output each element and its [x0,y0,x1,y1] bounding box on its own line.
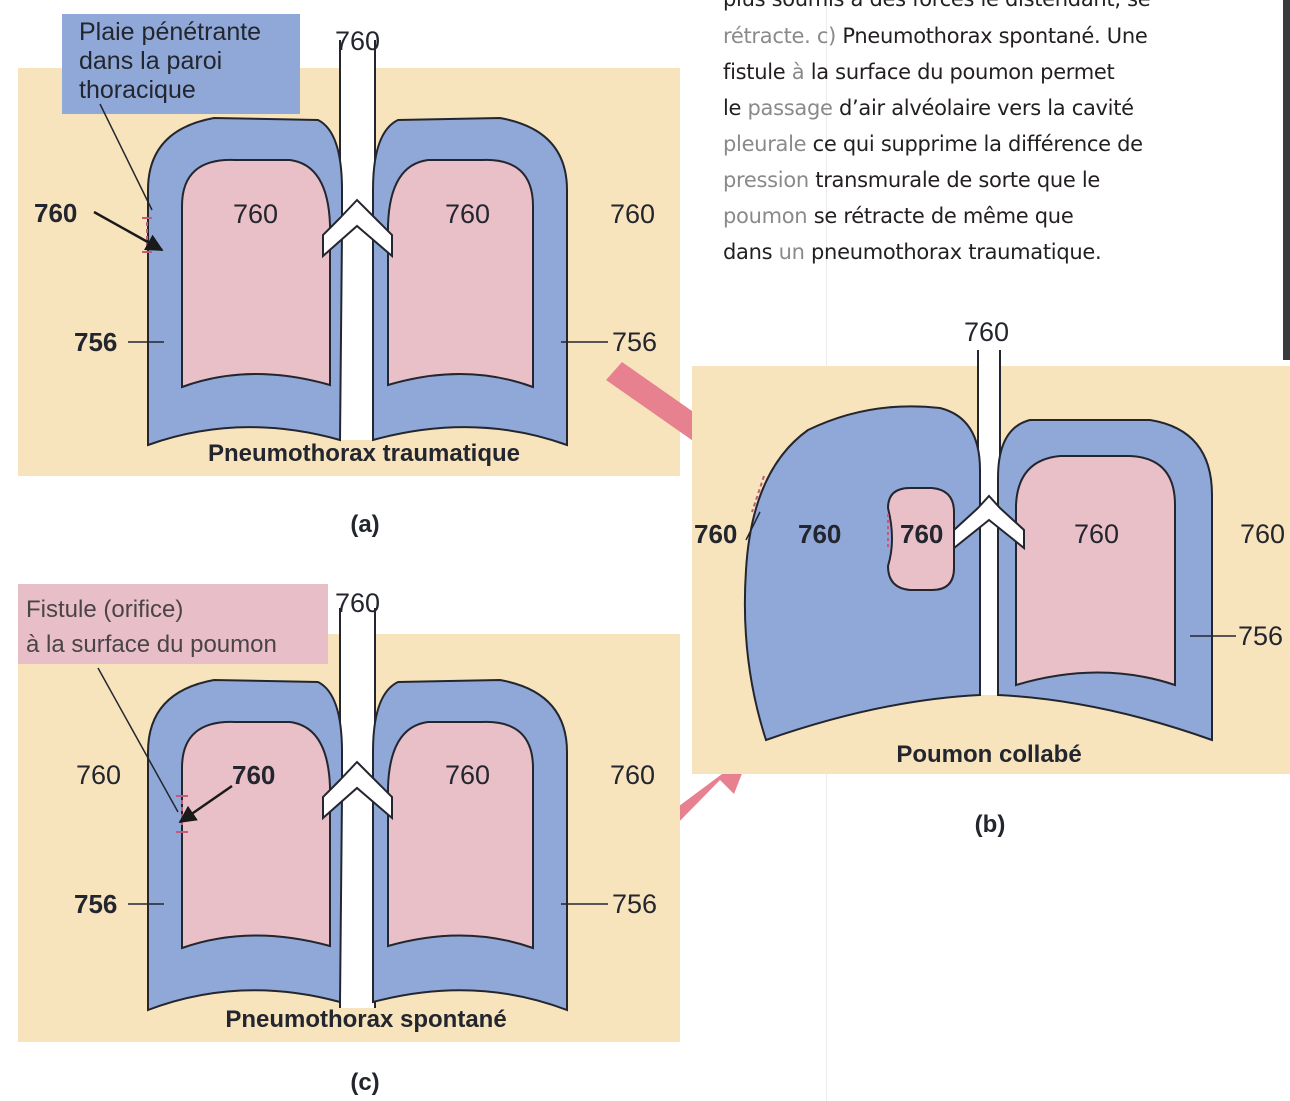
panel-b-collapsed-lung-pressure: 760 [900,519,943,549]
panel-c-outside-left-pressure: 760 [76,760,121,790]
caption-line-2: fistule à la surface du poumon permet [723,60,1115,84]
panel-c-left-lung-pressure: 760 [232,760,275,790]
panel-c-callout-line1: Fistule (orifice) [26,596,183,623]
panel-a-right-lung-pressure: 760 [445,199,490,229]
panel-a-wound-arrow [93,210,164,252]
panel-c-left-pleural-pressure: 756 [74,889,117,919]
caption-line-1: rétracte. c) Pneumothorax spontané. Une [723,24,1148,48]
panel-c-right-lung-pressure: 760 [445,760,490,790]
panel-c-outside-right-pressure: 760 [610,760,655,790]
panel-a-outside-pressure: 760 [610,199,655,229]
panel-a-wound-pressure: 760 [34,198,77,228]
panel-b-outside-left-pressure: 760 [694,519,737,549]
panel-c-bronchi [322,760,393,821]
panel-a-right-lung [387,158,534,389]
panel-b-title: Poumon collabé [896,741,1081,768]
panel-a-callout-box [62,14,300,114]
panel-b-bronchi [953,494,1025,551]
panel-a-callout-line1: Plaie pénétrante [79,18,261,46]
panel-b-label: (b) [975,811,1006,838]
panel-a-bronchi [322,198,393,259]
panel-c-label: (c) [350,1069,379,1096]
panel-a-callout-line3: thoracique [79,76,196,104]
panel-c-right-pleural-pressure: 756 [612,889,657,919]
panel-a: Plaie pénétrante dans la paroi thoraciqu… [18,14,680,538]
panel-b-right-pleural-pressure: 756 [1238,621,1283,651]
panel-b-left-cavity-pressure: 760 [798,519,841,549]
panel-b-outside-leader [745,511,761,541]
panel-c-fistula-arrow [178,784,233,824]
panel-b-right-lung [1015,455,1176,687]
panel-c-callout-leader [97,667,179,813]
panel-c-title: Pneumothorax spontané [225,1006,506,1033]
panel-b-collapsed-lung [886,487,955,591]
panel-b: 760 760 760 760 760 760 756 Poumon colla… [692,317,1290,838]
caption-line-3: le passage d’air alvéolaire vers la cavi… [723,96,1134,120]
panel-c-callout-box [18,584,328,664]
panel-c-trachea [340,608,375,1008]
panel-a-left-lung-pressure: 760 [233,199,278,229]
panel-c-right-lung [387,720,534,950]
panel-a-callout-leader [99,103,153,211]
panel-a-right-pleural-pressure: 756 [612,327,657,357]
panel-c-trachea-pressure: 760 [335,588,380,618]
panel-b-right-lung-pressure: 760 [1074,519,1119,549]
caption-line-5: pression transmurale de sorte que le [723,168,1101,192]
panel-c-callout-line2: à la surface du poumon [26,631,277,658]
caption-text: plus soumis à des forces le distendant, … [723,0,1263,270]
page-edge [1283,0,1290,360]
panel-a-title: Pneumothorax traumatique [208,440,520,467]
panel-b-outside-right-pressure: 760 [1240,519,1285,549]
panel-a-label: (a) [350,511,379,538]
panel-a-trachea-pressure: 760 [335,26,380,56]
caption-line-4: pleurale ce qui supprime la différence d… [723,132,1143,156]
panel-c-left-lung [181,720,331,950]
panel-a-trachea [340,40,375,440]
caption-line-7: dans un pneumothorax traumatique. [723,240,1102,264]
panel-a-callout-line2: dans la paroi [79,47,222,75]
caption-line-0: plus soumis à des forces le distendant, … [723,0,1263,18]
panel-c: Fistule (orifice) à la surface du poumon… [18,584,680,1096]
panel-a-left-lung [181,158,331,389]
panel-a-left-pleural-pressure: 756 [74,327,117,357]
panel-b-trachea-pressure: 760 [964,317,1009,347]
panel-b-trachea [978,350,1000,695]
caption-line-6: poumon se rétracte de même que [723,204,1074,228]
